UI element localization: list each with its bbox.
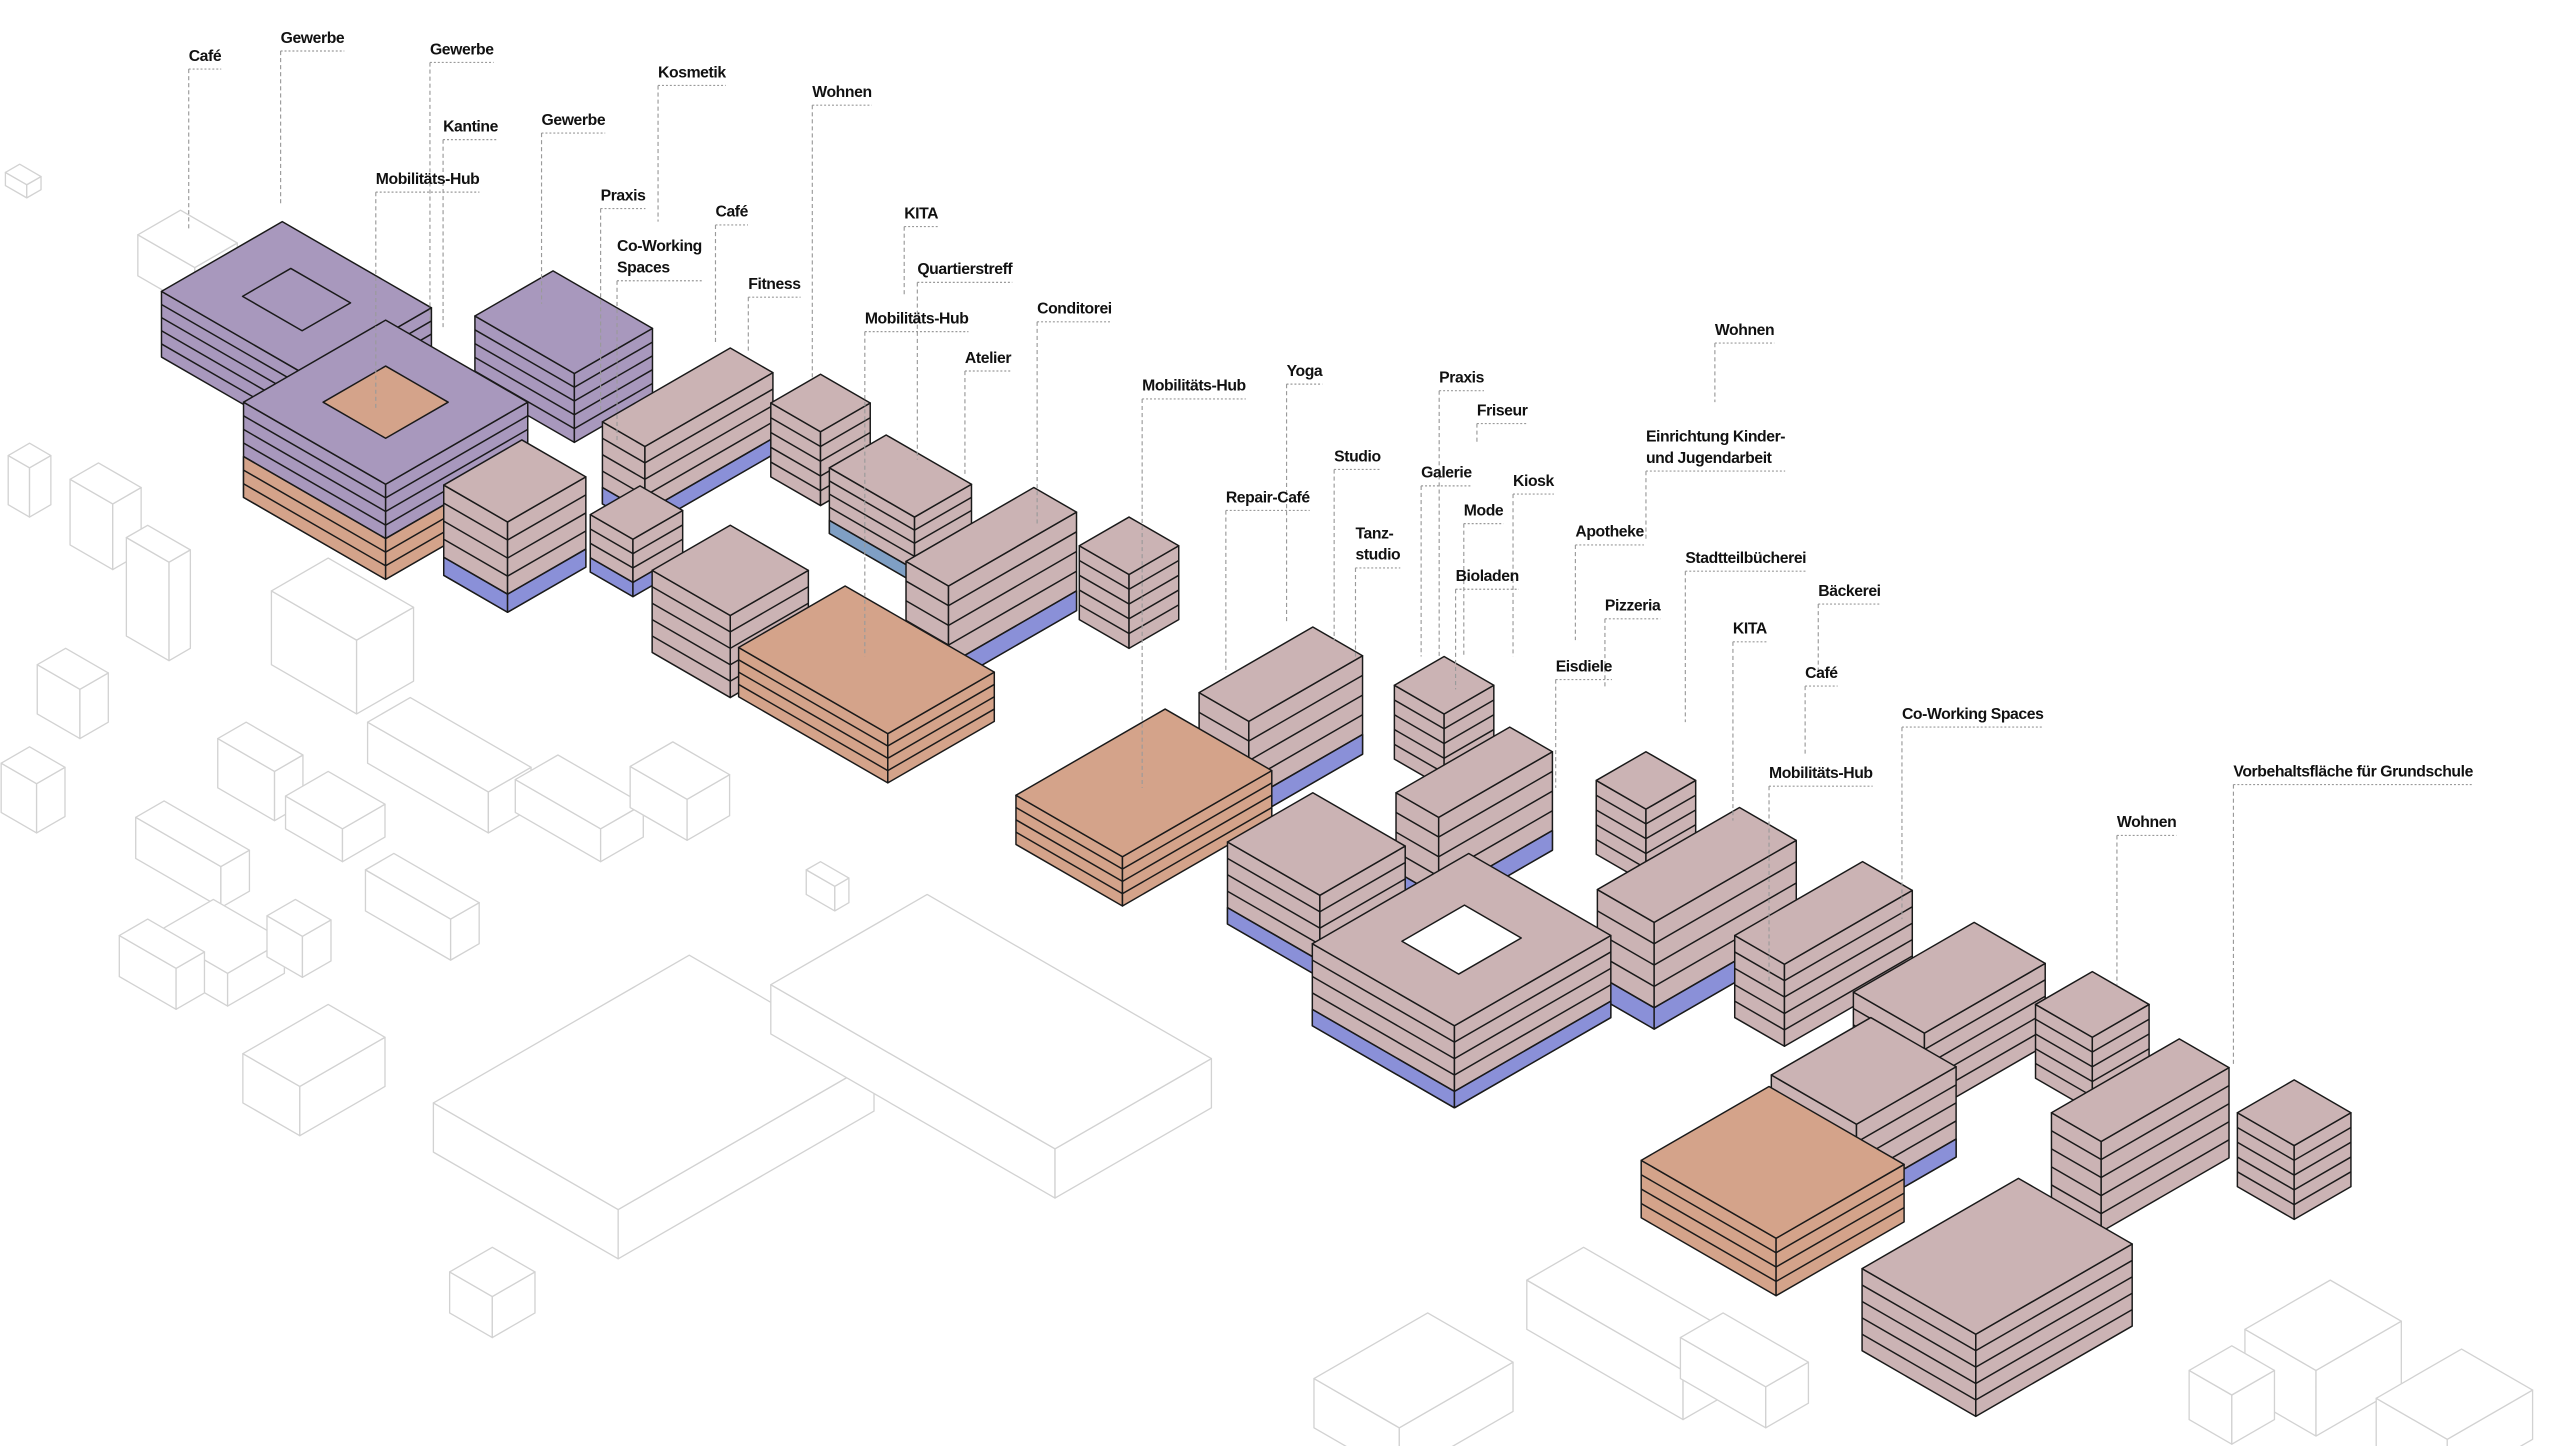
context-building (135, 800, 251, 909)
open-space-block (1015, 708, 1273, 907)
use-label: KITA (904, 205, 938, 222)
context-building (2188, 1345, 2276, 1445)
context-building (770, 893, 1213, 1199)
context-building (364, 852, 480, 961)
planned-buildings (160, 220, 2352, 1418)
residential-block (1311, 852, 1612, 1109)
use-label: Atelier (965, 350, 1011, 367)
use-label: Einrichtung Kinder- (1646, 429, 1785, 446)
use-label: Yoga (1287, 363, 1323, 380)
use-label: Apotheke (1575, 524, 1644, 541)
residential-block (2050, 1038, 2230, 1233)
use-label: Vorbehaltsfläche für Grundschule (2233, 763, 2473, 780)
context-building (514, 754, 644, 863)
use-label: Praxis (601, 187, 646, 204)
context-building (448, 1246, 536, 1339)
use-label: Café (189, 48, 222, 65)
use-label: Co-Working (617, 238, 702, 255)
label-leaders (188, 50, 2473, 1067)
use-label: Stadtteilbücherei (1685, 550, 1806, 567)
use-label: KITA (1733, 621, 1767, 638)
use-label: Galerie (1421, 465, 1472, 482)
use-label: Eisdiele (1556, 658, 1613, 675)
context-building (805, 861, 850, 912)
use-label: Wohnen (1715, 322, 1774, 339)
context-building (366, 696, 532, 834)
use-label: Conditorei (1037, 301, 1112, 318)
use-label: Mobilitäts-Hub (376, 171, 480, 188)
use-label: Friseur (1477, 402, 1528, 419)
context-building (36, 647, 109, 740)
commercial-block (474, 270, 654, 444)
residential-block (442, 439, 587, 613)
use-label: Kosmetik (658, 64, 726, 81)
use-label: Praxis (1439, 369, 1484, 386)
use-label: Bioladen (1456, 568, 1519, 585)
use-label: studio (1355, 547, 1400, 564)
open-space-block (1640, 1085, 1905, 1297)
context-buildings (0, 163, 2534, 1446)
use-label: Co-Working Spaces (1902, 706, 2044, 723)
context-building (284, 770, 386, 863)
context-building (266, 898, 332, 979)
context-building (1313, 1312, 1514, 1446)
use-label: Mobilitäts-Hub (1769, 765, 1873, 782)
use-label: Mobilitäts-Hub (1142, 378, 1246, 395)
residential-block (1861, 1177, 2133, 1418)
residential-block (1596, 806, 1798, 1030)
use-label: Repair-Café (1226, 489, 1311, 506)
use-label: Fitness (748, 276, 801, 293)
residential-block (2236, 1079, 2352, 1221)
use-label: Mode (1464, 502, 1504, 519)
context-building (118, 918, 206, 1011)
use-label: Wohnen (812, 84, 871, 101)
use-label: Wohnen (2117, 814, 2176, 831)
use-label: Spaces (617, 260, 670, 277)
use-label: Quartierstreff (917, 261, 1013, 278)
use-label: Kantine (443, 118, 499, 135)
use-label: Gewerbe (430, 41, 494, 58)
context-building (2244, 1279, 2402, 1437)
context-building (4, 163, 42, 199)
context-building (242, 1003, 386, 1137)
use-label: Gewerbe (281, 30, 345, 47)
context-building (2375, 1348, 2534, 1446)
use-label: Kiosk (1513, 473, 1554, 490)
use-label: Bäckerei (1818, 583, 1880, 600)
use-label: Pizzeria (1605, 598, 1661, 615)
use-label: Gewerbe (542, 112, 606, 129)
residential-block (601, 347, 774, 530)
context-building (7, 442, 52, 518)
context-building (432, 954, 875, 1260)
use-label: Café (715, 204, 748, 221)
context-building (0, 746, 66, 834)
use-label: und Jugendarbeit (1646, 450, 1773, 467)
residential-block (828, 434, 973, 584)
use-labels: CaféGewerbeGewerbeKantineMobilitäts-HubG… (189, 30, 2474, 831)
residential-block (1733, 860, 1914, 1048)
residential-block (1078, 516, 1180, 650)
context-building (270, 557, 415, 715)
use-label: Tanz- (1355, 525, 1393, 542)
context-building (1679, 1312, 1810, 1429)
context-building (125, 524, 192, 662)
use-label: Mobilitäts-Hub (865, 310, 969, 327)
open-space-block (737, 585, 996, 784)
use-label: Studio (1334, 448, 1381, 465)
use-label: Café (1805, 665, 1838, 682)
context-building (629, 741, 731, 841)
